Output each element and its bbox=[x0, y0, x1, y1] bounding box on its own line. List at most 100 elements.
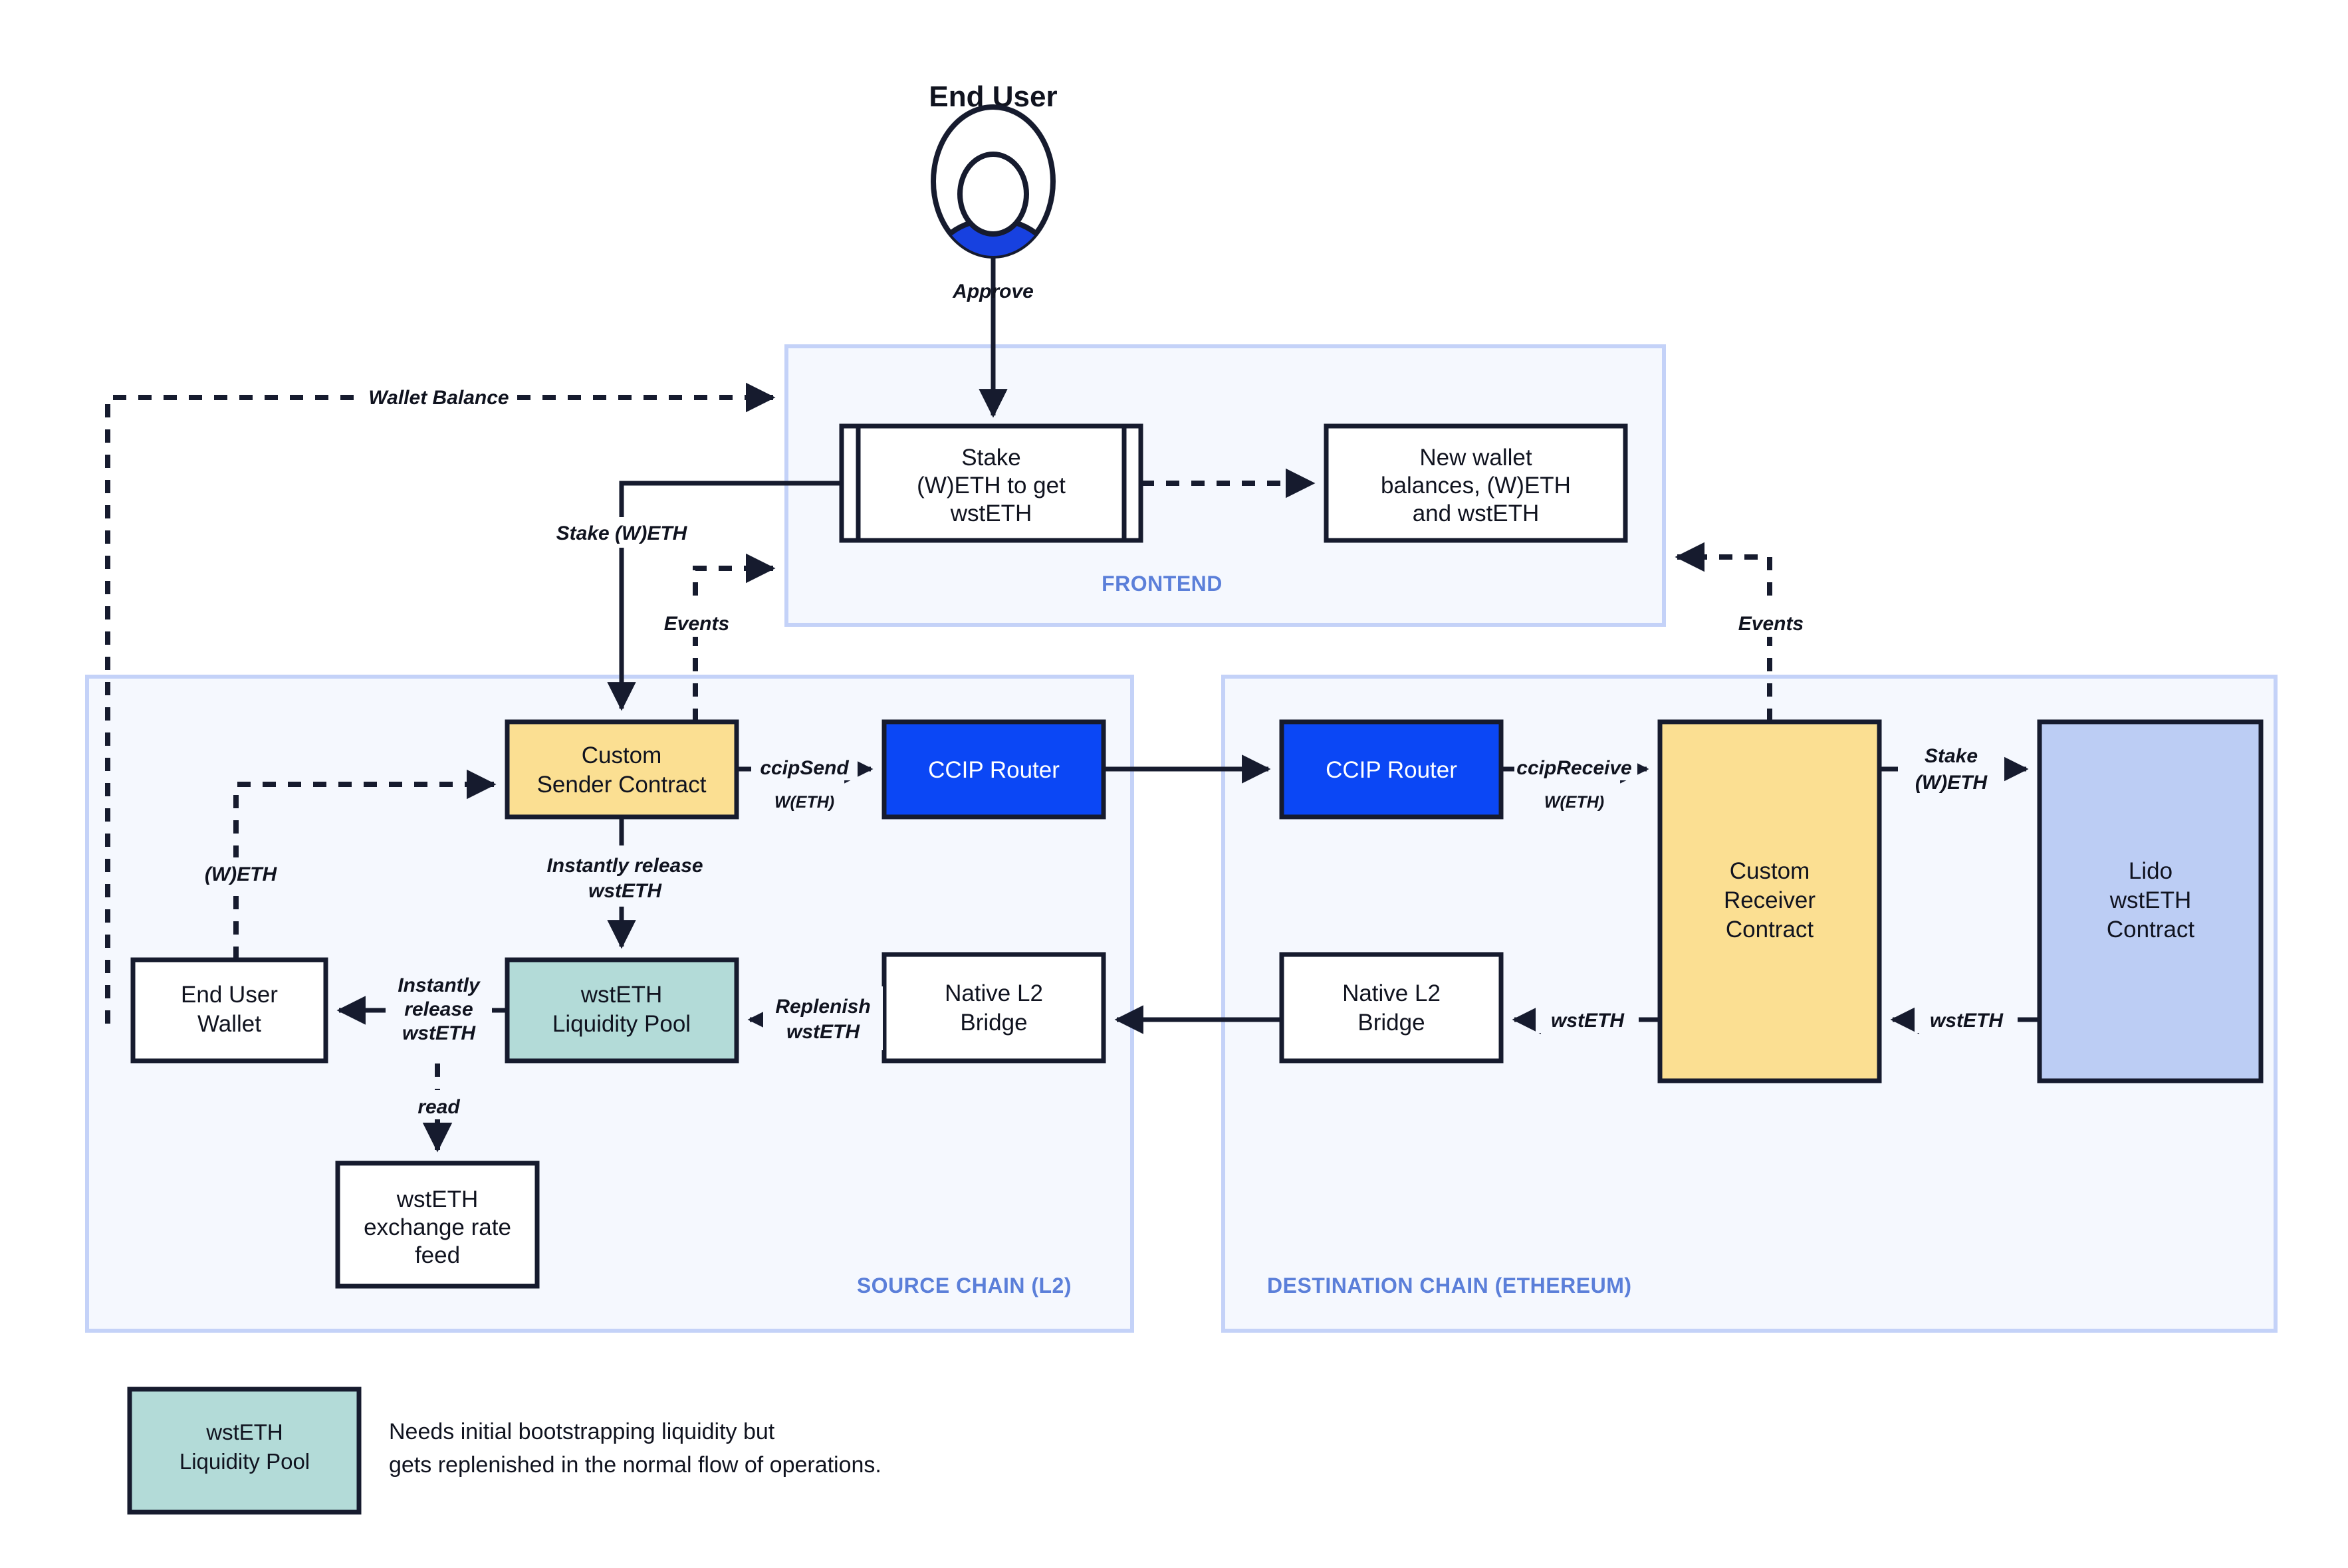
edge-stake-weth bbox=[607, 481, 842, 711]
ccip-router-dest-label: CCIP Router bbox=[1326, 757, 1457, 783]
lido-contract-rect[interactable] bbox=[2037, 719, 2264, 1083]
node-end-user-wallet[interactable]: End User Wallet bbox=[130, 957, 328, 1064]
liquidity-pool-line-2: Liquidity Pool bbox=[552, 1011, 691, 1037]
node-lido-contract[interactable]: Lido wstETH Contract bbox=[2037, 719, 2264, 1083]
lido-line-3: Contract bbox=[2107, 917, 2195, 943]
legend-note-line-2: gets replenished in the normal flow of o… bbox=[389, 1452, 881, 1478]
edge-label-replenish-2: wstETH bbox=[786, 1021, 860, 1043]
node-rate-feed[interactable]: wstETH exchange rate feed bbox=[335, 1161, 540, 1289]
stake-form-line-2: (W)ETH to get bbox=[917, 473, 1066, 499]
edge-label-ccip-receive: ccipReceive bbox=[1516, 757, 1631, 779]
node-custom-receiver-contract[interactable]: Custom Receiver Contract bbox=[1657, 719, 1882, 1083]
edge-label-stake-weth: Stake (W)ETH bbox=[556, 522, 688, 544]
custom-sender-line-1: Custom bbox=[582, 742, 662, 768]
label-bg-events-left bbox=[648, 606, 748, 637]
edge-label-wsteth-a: wstETH bbox=[1551, 1010, 1625, 1032]
node-custom-sender-contract[interactable]: Custom Sender Contract bbox=[505, 719, 739, 820]
node-ccip-router-source[interactable]: CCIP Router bbox=[881, 719, 1106, 820]
custom-receiver-line-3: Contract bbox=[1726, 917, 1814, 943]
ccip-router-dest-rect[interactable] bbox=[1279, 719, 1504, 820]
native-bridge-source-line-1: Native L2 bbox=[945, 980, 1043, 1006]
ccip-router-source-rect[interactable] bbox=[881, 719, 1106, 820]
edge-label-release-wallet-3: wstETH bbox=[402, 1022, 476, 1044]
edge-events-right bbox=[1675, 542, 1772, 722]
ccip-router-source-label: CCIP Router bbox=[928, 757, 1060, 783]
new-balances-line-1: New wallet bbox=[1419, 445, 1532, 471]
new-balances-rect[interactable] bbox=[1324, 423, 1628, 543]
stake-form-line-1: Stake bbox=[961, 445, 1021, 471]
legend-swatch-line-1: wstETH bbox=[205, 1420, 283, 1444]
edge-label-ccip-send: ccipSend bbox=[760, 757, 849, 779]
edge-label-release-2: wstETH bbox=[588, 880, 662, 902]
node-liquidity-pool[interactable]: wstETH Liquidity Pool bbox=[505, 957, 739, 1064]
frontend-panel-label: FRONTEND bbox=[1102, 572, 1223, 596]
legend-swatch-rect bbox=[127, 1387, 362, 1515]
node-new-balances[interactable]: New wallet balances, (W)ETH and wstETH bbox=[1324, 423, 1628, 543]
native-bridge-dest-rect[interactable] bbox=[1279, 952, 1504, 1064]
edge-label-release-wallet-2: release bbox=[404, 998, 473, 1020]
new-balances-line-3: and wstETH bbox=[1413, 501, 1540, 526]
label-bg-wsteth-b bbox=[1915, 1002, 2018, 1033]
label-bg-stake-weth bbox=[545, 517, 698, 548]
node-stake-form[interactable]: Stake (W)ETH to get wstETH bbox=[839, 423, 1143, 543]
destination-chain-panel-label: DESTINATION CHAIN (ETHEREUM) bbox=[1267, 1274, 1632, 1297]
rate-feed-line-2: exchange rate bbox=[364, 1214, 511, 1240]
liquidity-pool-rect[interactable] bbox=[505, 957, 739, 1064]
lido-line-1: Lido bbox=[2129, 858, 2172, 884]
native-bridge-source-rect[interactable] bbox=[881, 952, 1106, 1064]
custom-sender-rect[interactable] bbox=[505, 719, 739, 820]
rate-feed-rect[interactable] bbox=[335, 1161, 540, 1289]
end-user-wallet-rect[interactable] bbox=[130, 957, 328, 1064]
custom-sender-line-2: Sender Contract bbox=[537, 772, 707, 798]
edge-label-events-right: Events bbox=[1738, 613, 1804, 635]
edge-label-approve: Approve bbox=[952, 280, 1034, 302]
liquidity-pool-line-1: wstETH bbox=[580, 982, 663, 1008]
user-avatar-icon bbox=[931, 104, 1056, 259]
edge-label-read: read bbox=[417, 1096, 460, 1118]
native-bridge-source-line-2: Bridge bbox=[960, 1010, 1027, 1036]
edge-label-stake-dest-1: Stake bbox=[1925, 745, 1978, 767]
rate-feed-line-3: feed bbox=[415, 1242, 460, 1268]
new-balances-line-2: balances, (W)ETH bbox=[1381, 473, 1571, 499]
edge-label-events-left: Events bbox=[664, 613, 729, 635]
custom-receiver-line-1: Custom bbox=[1730, 858, 1810, 884]
node-native-bridge-dest[interactable]: Native L2 Bridge bbox=[1279, 952, 1504, 1064]
end-user-wallet-line-2: Wallet bbox=[197, 1011, 261, 1037]
label-bg-stake-weth-dest bbox=[1898, 736, 2004, 798]
edge-wallet-balance bbox=[105, 382, 776, 1024]
label-bg-read bbox=[404, 1090, 473, 1119]
label-bg-replenish bbox=[763, 986, 883, 1050]
label-bg-instantly-release-pool bbox=[532, 845, 718, 907]
edge-label-wallet-balance: Wallet Balance bbox=[368, 387, 509, 409]
label-bg-wallet-balance bbox=[364, 380, 517, 415]
stake-form-rect[interactable] bbox=[839, 423, 1143, 543]
legend: wstETH Liquidity Pool Needs initial boot… bbox=[127, 1387, 881, 1515]
edge-label-ccip-receive-sub: W(ETH) bbox=[1544, 793, 1604, 812]
edge-label-replenish-1: Replenish bbox=[775, 996, 870, 1018]
edge-label-weth: (W)ETH bbox=[205, 863, 278, 885]
end-user-wallet-line-1: End User bbox=[181, 982, 278, 1008]
edge-events-left bbox=[693, 553, 776, 722]
node-ccip-router-dest[interactable]: CCIP Router bbox=[1279, 719, 1504, 820]
native-bridge-dest-line-2: Bridge bbox=[1357, 1010, 1425, 1036]
label-bg-wsteth-a bbox=[1536, 1002, 1639, 1033]
label-bg-weth bbox=[196, 857, 289, 888]
edge-label-release-wallet-1: Instantly bbox=[398, 974, 481, 996]
stake-form-line-3: wstETH bbox=[950, 501, 1032, 526]
legend-swatch-line-2: Liquidity Pool bbox=[179, 1449, 310, 1474]
label-bg-ccip-send bbox=[751, 751, 858, 780]
rate-feed-line-1: wstETH bbox=[396, 1186, 479, 1212]
label-bg-instantly-release-wallet bbox=[386, 967, 492, 1055]
source-chain-panel-label: SOURCE CHAIN (L2) bbox=[857, 1274, 1072, 1297]
edge-label-ccip-send-sub: W(ETH) bbox=[774, 793, 834, 812]
edge-label-wsteth-b: wstETH bbox=[1930, 1010, 2004, 1032]
label-bg-events-right bbox=[1722, 606, 1821, 637]
edge-label-release-1: Instantly release bbox=[546, 855, 703, 877]
label-bg-ccip-receive bbox=[1514, 751, 1637, 780]
node-native-bridge-source[interactable]: Native L2 Bridge bbox=[881, 952, 1106, 1064]
legend-note-line-1: Needs initial bootstrapping liquidity bu… bbox=[389, 1419, 775, 1444]
native-bridge-dest-line-1: Native L2 bbox=[1342, 980, 1441, 1006]
custom-receiver-line-2: Receiver bbox=[1724, 887, 1816, 913]
